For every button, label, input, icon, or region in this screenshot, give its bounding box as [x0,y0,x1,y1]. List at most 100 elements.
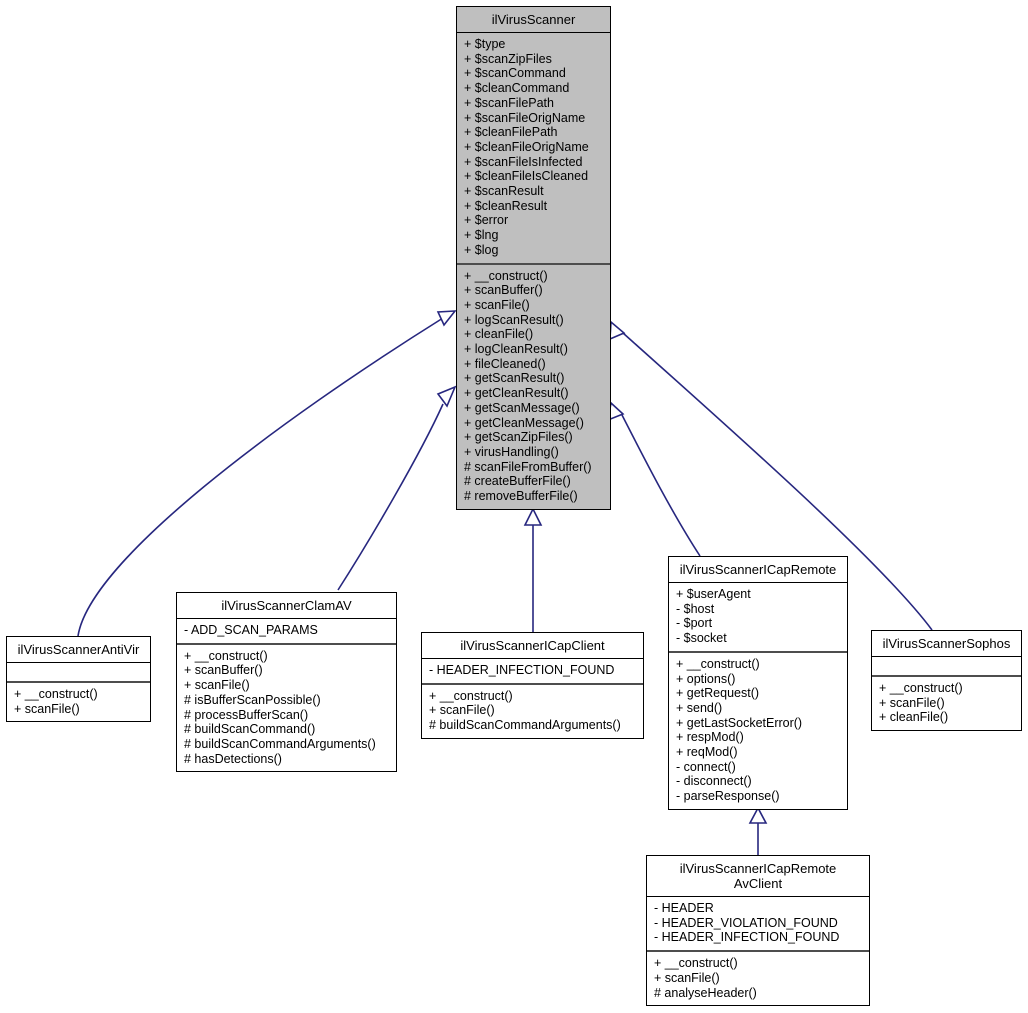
method: # scanFileFromBuffer() [464,459,592,474]
method: + __construct() [879,681,963,695]
class-title: ilVirusScanner [491,12,576,27]
methods-compartment: + __construct() + scanFile() # buildScan… [422,685,643,738]
class-title: ilVirusScannerICapClient [460,638,605,653]
attribute: + $cleanCommand [464,81,570,96]
method: + logScanResult() [464,312,564,327]
attributes-compartment: + $type + $scanZipFiles + $scanCommand +… [457,33,610,263]
method: + scanBuffer() [184,663,263,678]
method: + scanFile() [464,297,530,312]
class-box-ilvirusscannerantivir[interactable]: ilVirusScannerAntiVir + __construct() + … [6,636,151,723]
compartment-divider [177,642,396,645]
attribute: + $scanFileIsInfected [464,154,583,169]
attribute: - HEADER_VIOLATION_FOUND [654,915,838,930]
arrowhead-clamav [436,385,457,408]
attributes-compartment: + $userAgent - $host - $port - $socket [669,583,847,651]
attribute: + $cleanFileIsCleaned [464,169,589,184]
compartment-divider [457,32,610,33]
arrowhead-icapclient [523,507,543,526]
attribute: + $scanFilePath [464,95,554,110]
attribute: + $cleanFileOrigName [464,139,589,154]
attributes-compartment: - HEADER_INFECTION_FOUND [422,659,643,683]
method: + logCleanResult() [464,342,568,357]
class-box-ilvirusscannersophos[interactable]: ilVirusScannerSophos + __construct() + s… [871,630,1022,732]
method: - connect() [676,759,736,774]
attribute: + $scanResult [464,184,544,199]
method: + scanFile() [429,703,495,718]
attributes-compartment [872,657,1021,675]
method: + cleanFile() [879,710,949,725]
attribute: + $scanCommand [464,66,566,81]
method: + __construct() [654,956,738,971]
method: + getScanMessage() [464,400,580,415]
edge-antivir-to-base [77,317,444,637]
class-box-ilvirusscanner[interactable]: ilVirusScanner + $type + $scanZipFiles +… [456,6,611,510]
method: + scanBuffer() [464,283,543,298]
class-title: ilVirusScannerSophos [882,636,1011,651]
attribute: + $lng [464,228,499,243]
method: + __construct() [184,648,268,663]
arrowhead-antivir [436,310,457,327]
attribute: - HEADER_INFECTION_FOUND [654,930,840,945]
compartment-divider [457,262,610,265]
methods-compartment: + __construct() + scanFile() # analyseHe… [647,952,869,1005]
compartment-divider [7,662,150,663]
attribute: + $scanZipFiles [464,51,552,66]
method: - disconnect() [676,774,752,789]
method: + fileCleaned() [464,356,546,371]
class-box-ilvirusscannerclamav[interactable]: ilVirusScannerClamAV - ADD_SCAN_PARAMS +… [176,592,397,773]
method: # removeBufferFile() [464,489,578,504]
attribute: + $type [464,37,506,51]
methods-compartment: + __construct() + scanFile() + cleanFile… [872,677,1021,730]
method: + cleanFile() [464,327,534,342]
class-box-ilvirusscannericapremote[interactable]: ilVirusScannerICapRemote + $userAgent - … [668,556,848,810]
attribute: + $scanFileOrigName [464,110,586,125]
class-box-ilvirusscannericapclient[interactable]: ilVirusScannerICapClient - HEADER_INFECT… [421,632,644,739]
attributes-compartment [7,663,150,681]
attribute: - $port [676,616,713,631]
method: + scanFile() [14,701,80,716]
class-box-ilvirusscannericapremoteavclient[interactable]: ilVirusScannerICapRemote AvClient - HEAD… [646,855,870,1007]
method: + __construct() [14,687,98,701]
method: + getScanZipFiles() [464,430,573,445]
attributes-compartment: - ADD_SCAN_PARAMS [177,619,396,643]
attribute: - $host [676,601,715,616]
method: # isBufferScanPossible() [184,692,321,707]
attribute: + $error [464,213,509,228]
method: # buildScanCommandArguments() [184,736,376,751]
method: + scanFile() [654,970,720,985]
method: # processBufferScan() [184,707,309,722]
method: # buildScanCommandArguments() [429,718,621,733]
class-title: ilVirusScannerICapRemote AvClient [679,861,837,891]
compartment-divider [872,656,1021,657]
methods-compartment: + __construct() + options() + getRequest… [669,653,847,809]
compartment-divider [872,675,1021,677]
class-title: ilVirusScannerClamAV [221,598,352,613]
methods-compartment: + __construct() + scanBuffer() + scanFil… [177,645,396,772]
method: # hasDetections() [184,751,282,766]
method: # buildScanCommand() [184,722,316,737]
methods-compartment: + __construct() + scanBuffer() + scanFil… [457,265,610,509]
attribute: - $socket [676,631,727,646]
attribute: - ADD_SCAN_PARAMS [184,623,318,637]
method: + scanFile() [879,695,945,710]
attribute: + $userAgent [676,587,751,601]
arrowhead-avclient [748,806,768,824]
method: + options() [676,671,736,686]
method: + virusHandling() [464,444,559,459]
methods-compartment: + __construct() + scanFile() [7,683,150,721]
method: + __construct() [676,656,760,671]
attribute: + $cleanResult [464,198,548,213]
method: + getCleanResult() [464,386,569,401]
compartment-divider [7,681,150,683]
arrowhead-sophos [609,320,626,341]
method: + getRequest() [676,686,760,701]
method: # analyseHeader() [654,985,757,1000]
method: + reqMod() [676,745,738,760]
method: + __construct() [429,688,513,703]
edge-icapremote-to-base [621,414,701,557]
compartment-divider [647,896,869,897]
attribute: + $cleanFilePath [464,125,558,140]
edge-clamav-to-base [337,403,444,591]
method: + respMod() [676,730,744,745]
